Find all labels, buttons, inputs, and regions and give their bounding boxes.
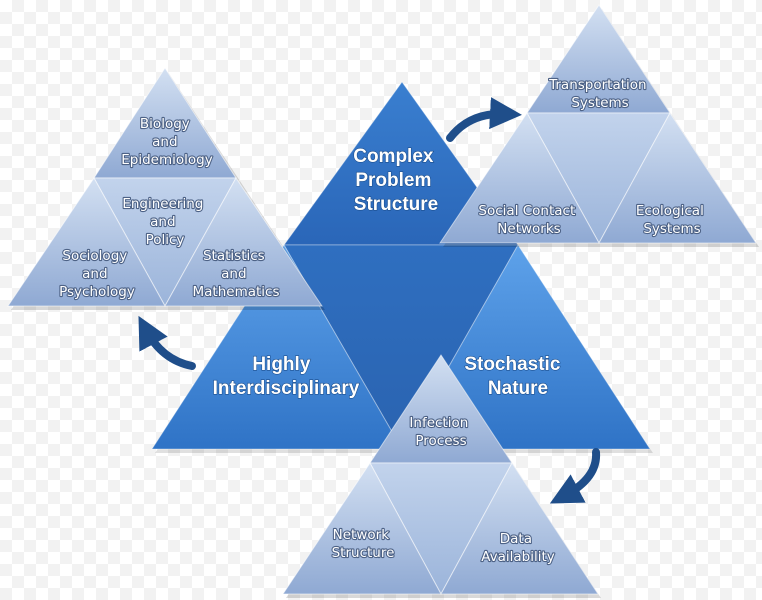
bottom-bottom-right-line-2: Availability — [481, 549, 555, 565]
main-top-line-3: Structure — [354, 194, 438, 215]
right-bottom-right-label: Ecological Systems — [636, 203, 708, 237]
bottom-bottom-left-line-1: Network — [333, 527, 390, 543]
left-top-line-1: Biology — [140, 116, 190, 132]
bottom-top-label: Infection Process — [409, 415, 472, 449]
right-bottom-left-label: Social Contact Networks — [478, 203, 579, 237]
bottom-pyramid-bottom-left-section — [282, 462, 442, 595]
left-bottom-left-line-3: Psychology — [59, 284, 135, 300]
left-top-line-2: and — [152, 134, 177, 150]
main-triangle-left-section — [151, 244, 403, 450]
main-left-label: Highly Interdisciplinary — [213, 354, 360, 399]
bottom-bottom-left-label: Network Structure — [332, 527, 395, 561]
right-bottom-left-line-2: Networks — [497, 221, 560, 237]
left-bottom-right-line-3: Mathematics — [193, 284, 280, 300]
arrow-to-left-pyramid — [138, 315, 196, 370]
main-top-line-1: Complex — [353, 146, 434, 167]
main-left-line-2: Interdisciplinary — [213, 378, 360, 399]
left-pyramid-bottom-left-section — [7, 177, 166, 307]
left-middle-line-2: and — [150, 214, 175, 230]
bottom-bottom-right-line-1: Data — [500, 531, 532, 547]
left-middle-line-1: Engineering — [122, 196, 203, 212]
main-right-line-2: Nature — [488, 378, 548, 399]
left-bottom-left-label: Sociology and Psychology — [59, 248, 135, 300]
bottom-pyramid-bottom-right-section — [440, 462, 599, 595]
main-triangle: Complex Problem Structure Highly Interdi… — [151, 81, 653, 453]
main-top-line-2: Problem — [355, 170, 431, 191]
main-left-line-1: Highly — [252, 354, 310, 375]
left-bottom-right-line-1: Statistics — [203, 248, 265, 264]
right-bottom-left-line-1: Social Contact — [478, 203, 575, 219]
arrow-to-bottom-pyramid — [549, 448, 601, 504]
left-top-line-3: Epidemiology — [121, 152, 212, 168]
main-right-label: Stochastic Nature — [464, 354, 565, 399]
bottom-pyramid: Infection Process Network Structure Data… — [282, 354, 601, 598]
left-middle-label: Engineering and Policy — [122, 196, 207, 248]
left-bottom-left-line-2: and — [82, 266, 107, 282]
arrow-to-right-pyramid — [446, 97, 522, 142]
left-bottom-right-line-2: and — [221, 266, 246, 282]
right-bottom-right-line-2: Systems — [643, 221, 700, 237]
left-pyramid-bottom-right-section — [164, 177, 323, 307]
right-bottom-right-line-1: Ecological — [636, 203, 704, 219]
bottom-bottom-left-line-2: Structure — [332, 545, 395, 561]
right-pyramid-bottom-right-section — [598, 112, 757, 244]
left-middle-line-3: Policy — [146, 232, 185, 248]
main-right-line-1: Stochastic — [464, 354, 561, 375]
bottom-bottom-right-label: Data Availability — [481, 531, 555, 565]
right-top-line-2: Systems — [571, 95, 628, 111]
right-pyramid: Transportation Systems Social Contact Ne… — [439, 4, 759, 247]
right-top-line-1: Transportation — [548, 77, 646, 93]
right-top-label: Transportation Systems — [548, 77, 651, 111]
right-pyramid-bottom-left-section — [439, 112, 600, 244]
left-bottom-right-label: Statistics and Mathematics — [193, 248, 280, 300]
left-bottom-left-line-1: Sociology — [62, 248, 127, 264]
left-pyramid: Biology and Epidemiology Engineering and… — [7, 67, 325, 310]
bottom-top-line-1: Infection — [409, 415, 468, 431]
connector-arrows — [138, 97, 601, 504]
main-top-label: Complex Problem Structure — [353, 146, 439, 215]
bottom-top-line-2: Process — [415, 433, 466, 449]
left-top-label: Biology and Epidemiology — [121, 116, 212, 168]
